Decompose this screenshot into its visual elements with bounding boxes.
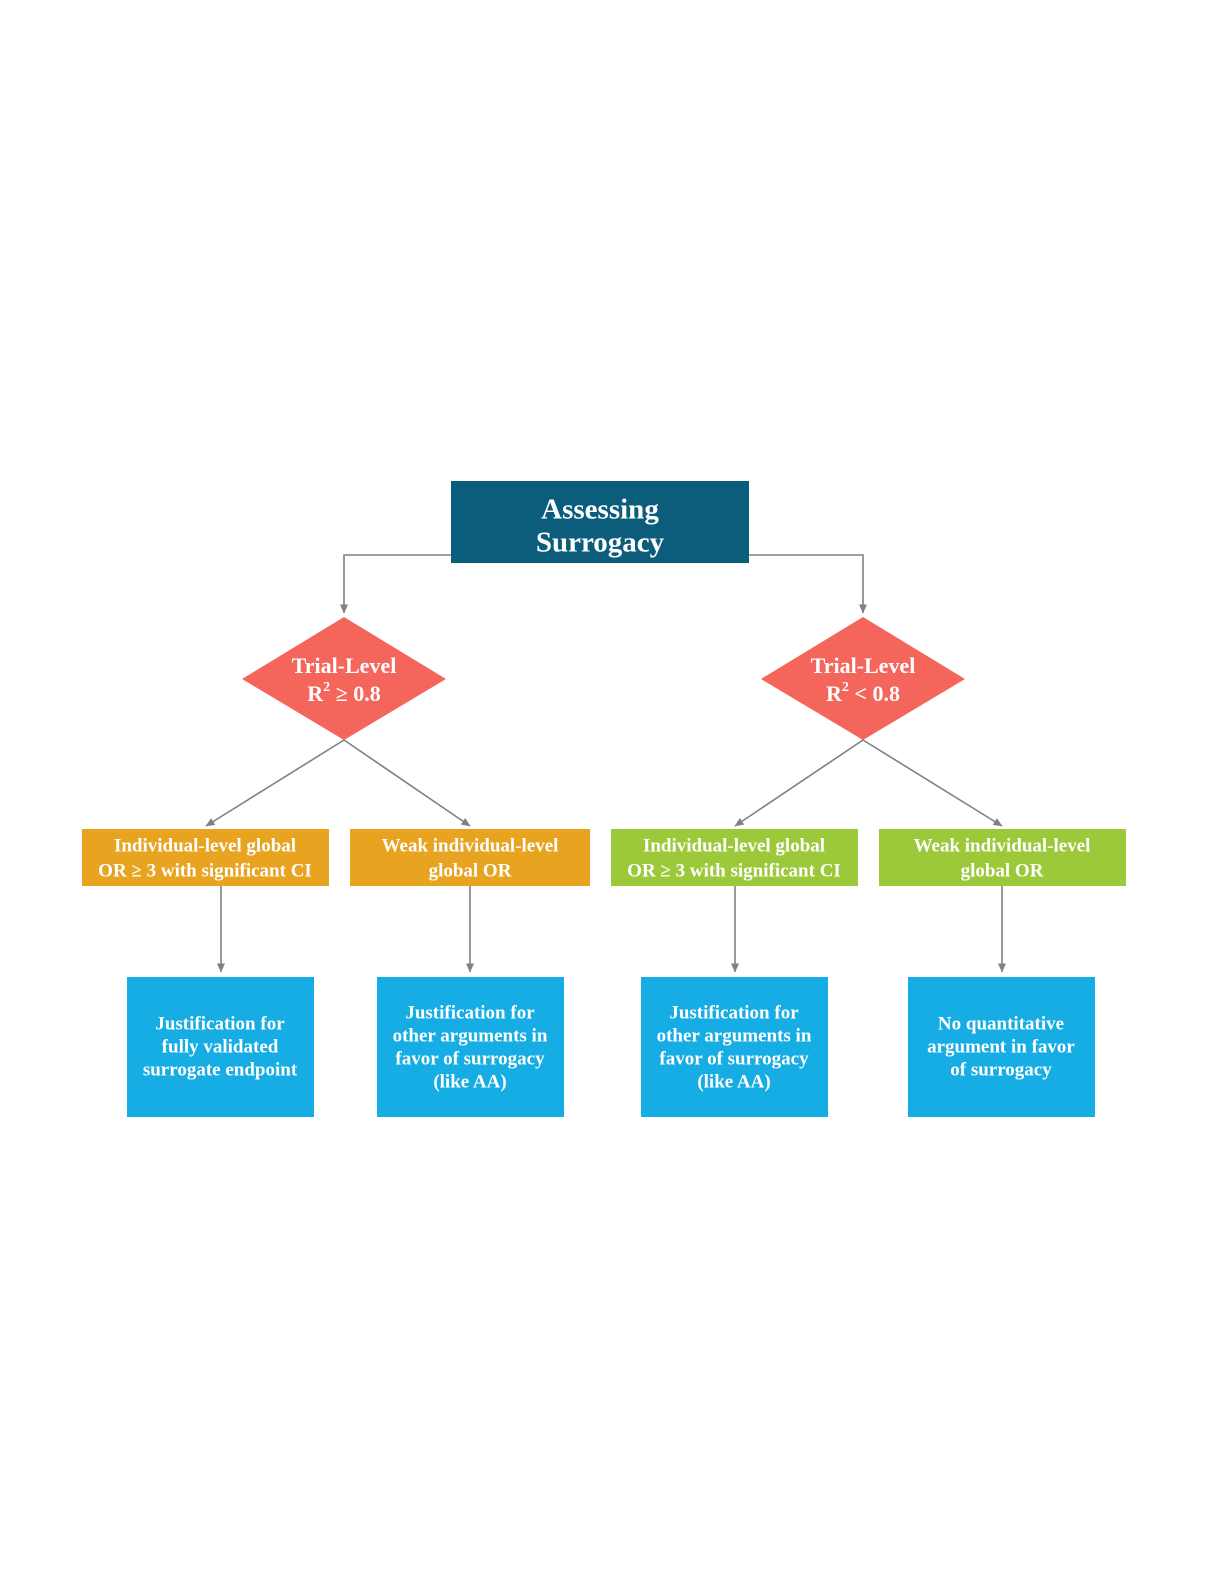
root-node-assessing-surrogacy[interactable]: Assessing Surrogacy — [451, 481, 749, 563]
outcome-node-fully-validated[interactable]: Justification for fully validated surrog… — [127, 977, 314, 1117]
criterion-2-shape — [350, 829, 590, 886]
connector-root-to-left-decision — [340, 554, 451, 614]
criterion-node-weak-or-high-r2[interactable]: Weak individual-level global OR — [350, 829, 590, 886]
connector-group-criteria-to-outcomes — [217, 886, 1006, 973]
criterion-4-shape — [879, 829, 1126, 886]
decision-left-exponent: 2 — [323, 680, 330, 695]
criterion-node-strong-or-low-r2[interactable]: Individual-level global OR ≥ 3 with sign… — [611, 829, 858, 886]
outcome-1-line2: fully validated — [162, 1036, 279, 1057]
outcome-3-shape — [641, 977, 828, 1117]
outcome-3-line3: favor of surrogacy — [659, 1048, 809, 1069]
criterion-node-weak-or-low-r2[interactable]: Weak individual-level global OR — [879, 829, 1126, 886]
decision-right-exponent: 2 — [842, 680, 849, 695]
outcome-3-line2: other arguments in — [657, 1025, 812, 1046]
outcome-1-line1: Justification for — [155, 1013, 285, 1034]
outcome-2-line4: (like AA) — [433, 1071, 506, 1092]
decision-node-right-shape — [761, 617, 965, 740]
connector-right-decision-to-criterion-3 — [734, 739, 864, 827]
decision-right-comparison: < 0.8 — [854, 681, 900, 706]
decision-node-trial-level-low[interactable]: Trial-Level R2 < 0.8 — [761, 617, 965, 740]
criterion-3-line1: Individual-level global — [643, 835, 825, 856]
criterion-3-shape — [611, 829, 858, 886]
connector-root-to-right-decision — [749, 554, 867, 614]
root-node-line2: Surrogacy — [536, 527, 665, 559]
criterion-2-line1: Weak individual-level — [382, 835, 559, 856]
decision-left-line2: R2 ≥ 0.8 — [307, 680, 380, 706]
outcome-4-line1: No quantitative — [938, 1013, 1064, 1034]
outcome-1-line3: surrogate endpoint — [143, 1059, 298, 1080]
outcome-1-shape — [127, 977, 314, 1117]
decision-right-line1: Trial-Level — [811, 653, 916, 678]
criterion-3-line2: OR ≥ 3 with significant CI — [627, 860, 841, 881]
root-node-shape — [451, 481, 749, 563]
outcome-4-shape — [908, 977, 1095, 1117]
criterion-4-line1: Weak individual-level — [914, 835, 1091, 856]
connector-left-decision-to-criterion-1 — [205, 739, 345, 827]
criterion-1-line2: OR ≥ 3 with significant CI — [98, 860, 312, 881]
connector-group-left-decision-to-criteria — [205, 739, 471, 827]
criterion-4-line2: global OR — [961, 860, 1044, 881]
outcome-3-line4: (like AA) — [697, 1071, 770, 1092]
outcome-node-other-arguments-2[interactable]: Justification for other arguments in fav… — [641, 977, 828, 1117]
decision-right-line2: R2 < 0.8 — [826, 680, 900, 706]
outcome-4-line2: argument in favor — [927, 1036, 1075, 1057]
decision-node-trial-level-high[interactable]: Trial-Level R2 ≥ 0.8 — [242, 617, 446, 740]
outcome-node-no-quantitative[interactable]: No quantitative argument in favor of sur… — [908, 977, 1095, 1117]
connector-group-root-to-decisions — [340, 554, 867, 614]
connector-group-right-decision-to-criteria — [734, 739, 1003, 827]
connector-left-decision-to-criterion-2 — [343, 739, 471, 827]
connector-right-decision-to-criterion-4 — [862, 739, 1003, 827]
criterion-1-line1: Individual-level global — [114, 835, 296, 856]
criterion-2-line2: global OR — [429, 860, 512, 881]
decision-right-symbol: R — [826, 681, 843, 706]
root-node-line1: Assessing — [541, 494, 659, 526]
outcome-2-line1: Justification for — [405, 1002, 535, 1023]
criterion-node-strong-or-high-r2[interactable]: Individual-level global OR ≥ 3 with sign… — [82, 829, 329, 886]
outcome-node-other-arguments-1[interactable]: Justification for other arguments in fav… — [377, 977, 564, 1117]
decision-left-line1: Trial-Level — [292, 653, 397, 678]
decision-left-comparison: ≥ 0.8 — [336, 681, 381, 706]
outcome-2-line3: favor of surrogacy — [395, 1048, 545, 1069]
outcome-2-line2: other arguments in — [393, 1025, 548, 1046]
decision-node-left-shape — [242, 617, 446, 740]
outcome-4-line3: of surrogacy — [950, 1059, 1052, 1080]
outcome-2-shape — [377, 977, 564, 1117]
criterion-1-shape — [82, 829, 329, 886]
decision-left-symbol: R — [307, 681, 324, 706]
outcome-3-line1: Justification for — [669, 1002, 799, 1023]
